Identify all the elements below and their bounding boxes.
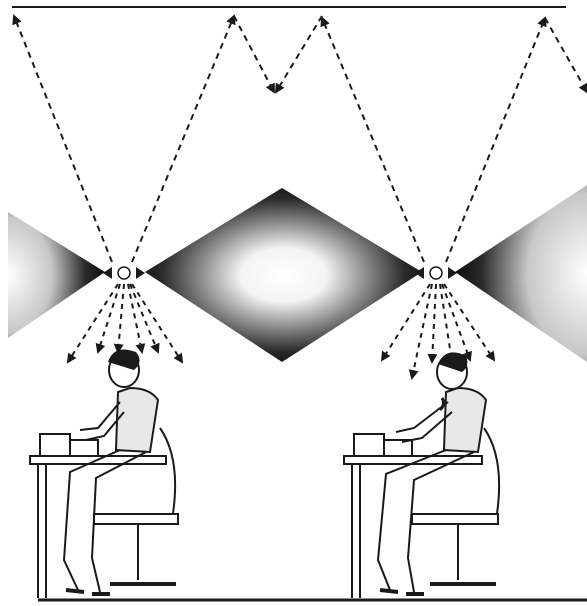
seated-person xyxy=(64,350,158,594)
workstation-left xyxy=(30,350,178,598)
lamp-left xyxy=(103,267,145,279)
light-beam-left-edge xyxy=(8,212,105,338)
light-beam-center xyxy=(145,188,422,362)
workstation-right xyxy=(344,352,499,598)
lamp-right xyxy=(415,267,457,279)
seated-person xyxy=(378,352,486,594)
light-beam-right-edge xyxy=(455,185,587,362)
